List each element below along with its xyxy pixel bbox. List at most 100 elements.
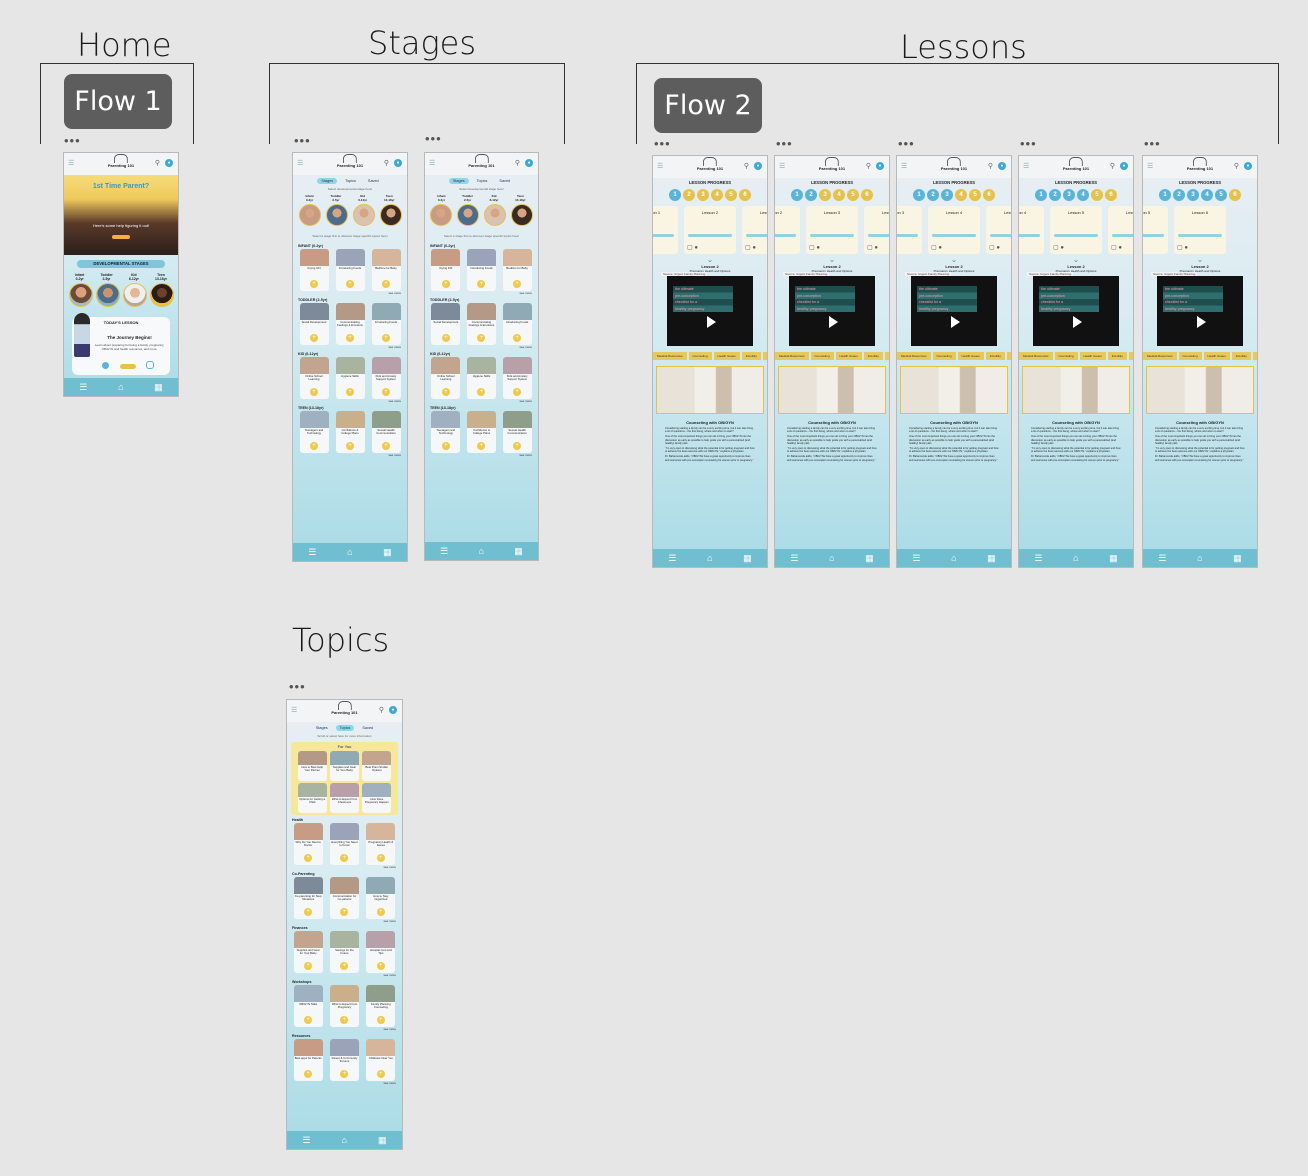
topic-card[interactable]: Why Do You Need a Doctor+	[293, 823, 323, 865]
see-more-link[interactable]: see more	[388, 453, 401, 457]
play-icon[interactable]	[707, 316, 716, 328]
lesson-number[interactable]: 4	[1077, 189, 1089, 201]
topic-card[interactable]: Sexual Health Communication+	[502, 411, 532, 453]
tab-stages[interactable]: Stages	[448, 178, 469, 184]
topic-card[interactable]: Best apps for Parents+	[293, 1039, 323, 1081]
lesson-card[interactable]: Lesson 5▢ ●	[986, 206, 1011, 254]
teen-avatar[interactable]	[149, 283, 174, 307]
start-button[interactable]	[120, 364, 136, 369]
search-icon[interactable]: ⚲	[514, 160, 520, 167]
chevron-down-icon[interactable]: ⌄	[950, 255, 958, 264]
lesson-card[interactable]: Lesson 2▢ ●	[775, 206, 800, 254]
play-icon[interactable]	[1197, 316, 1206, 328]
for-you-card[interactable]: How Does Pregnancy Happen	[362, 783, 392, 813]
list-icon[interactable]: ☰	[302, 1134, 311, 1145]
frame-menu-dots[interactable]: •••	[654, 136, 671, 151]
topic-card[interactable]: Hospital Cost and Tips+	[366, 931, 396, 973]
frame-menu-dots[interactable]: •••	[289, 679, 306, 694]
menu-icon[interactable]: ☰	[429, 160, 436, 167]
topic-card[interactable]: Social Development+	[299, 303, 329, 345]
add-icon[interactable]: +	[304, 854, 313, 862]
add-icon[interactable]: +	[382, 280, 390, 288]
book-icon[interactable]: ▦	[154, 381, 163, 392]
developmental-stages-pill[interactable]: DEVELOPMENTAL STAGES	[76, 260, 166, 268]
stage-avatar[interactable]	[483, 204, 506, 226]
book-icon[interactable]: ▦	[514, 545, 523, 556]
menu-icon[interactable]: ☰	[779, 163, 786, 170]
search-icon[interactable]: ⚲	[154, 160, 160, 167]
lesson-number[interactable]: 2	[683, 189, 695, 201]
lesson-card[interactable]: Lesson 3▢ ●	[806, 206, 858, 254]
topic-chip[interactable]: Medical Resources	[1143, 352, 1177, 360]
profile-icon[interactable]: ●	[1120, 162, 1128, 170]
see-more-link[interactable]: see more	[383, 919, 396, 923]
lesson-number[interactable]: 2	[927, 189, 939, 201]
list-icon[interactable]: ☰	[668, 552, 677, 563]
lesson-number[interactable]: 3	[1063, 189, 1075, 201]
topic-chip[interactable]: Counseling	[1054, 352, 1078, 360]
topic-card[interactable]: Kids and Anxiety Support System+	[371, 357, 401, 399]
topic-chip[interactable]: Infertility	[985, 352, 1005, 360]
book-icon[interactable]: ▦	[377, 1134, 387, 1145]
add-icon[interactable]: +	[441, 388, 450, 396]
topic-card[interactable]: Crying 101+	[431, 249, 461, 291]
menu-icon[interactable]: ☰	[1023, 163, 1030, 170]
profile-icon[interactable]: ●	[754, 162, 762, 170]
home-icon[interactable]: ⌂	[347, 547, 353, 557]
topic-card[interactable]: Introducing Foods+	[371, 303, 401, 345]
menu-icon[interactable]: ☰	[297, 160, 304, 167]
book-icon[interactable]: ▦	[743, 552, 752, 563]
add-icon[interactable]: +	[382, 334, 390, 342]
profile-icon[interactable]: ●	[525, 159, 533, 167]
add-icon[interactable]: +	[310, 280, 318, 288]
for-you-card[interactable]: What to Expect from Check-ups	[329, 783, 359, 813]
home-icon[interactable]: ⌂	[118, 382, 124, 392]
menu-icon[interactable]: ☰	[291, 707, 298, 714]
chevron-down-icon[interactable]: ⌄	[1196, 255, 1204, 264]
list-icon[interactable]: ☰	[308, 546, 317, 557]
topic-chip[interactable]: Prenatal	[1252, 352, 1257, 360]
search-icon[interactable]: ⚲	[743, 163, 749, 170]
stage-avatar[interactable]	[457, 204, 480, 226]
topic-card[interactable]: Online School Learning+	[299, 357, 329, 399]
home-icon[interactable]: ⌂	[951, 553, 957, 563]
list-icon[interactable]: ☰	[1158, 552, 1167, 563]
topic-card[interactable]: Family Planning Counseling+	[366, 985, 396, 1027]
topic-card[interactable]: Kids and Anxiety Support System+	[502, 357, 532, 399]
add-icon[interactable]: +	[310, 388, 318, 396]
add-icon[interactable]: +	[477, 334, 486, 342]
tab-topics[interactable]: Topics	[345, 179, 356, 183]
lesson-number[interactable]: 4	[955, 189, 967, 201]
topic-chip[interactable]: Health Issues	[957, 352, 984, 360]
topic-card[interactable]: OB/GYN Talks+	[293, 985, 323, 1027]
add-icon[interactable]: +	[382, 388, 390, 396]
lesson-card[interactable]: Lesson 6▢ ●	[1174, 206, 1226, 254]
tab-topics[interactable]: Topics	[476, 179, 488, 183]
tab-stages[interactable]: Stages	[317, 178, 338, 184]
stage-avatar[interactable]	[352, 204, 375, 226]
kid-avatar[interactable]	[122, 283, 147, 307]
add-icon[interactable]: +	[340, 854, 349, 862]
topic-chip[interactable]: Infertility	[1107, 352, 1127, 360]
add-icon[interactable]: +	[376, 908, 385, 916]
flow-1-badge[interactable]: Flow 1	[64, 74, 172, 129]
tab-topics[interactable]: Topics	[335, 725, 355, 731]
topic-card[interactable]: Confidence & College Plans+	[466, 411, 496, 453]
lesson-card[interactable]: Lesson 3▢ ●	[897, 206, 922, 254]
home-icon[interactable]: ⌂	[707, 553, 713, 563]
add-icon[interactable]: +	[477, 442, 486, 450]
lesson-number[interactable]: 1	[1159, 189, 1171, 201]
lesson-card[interactable]: Lesson 4▢ ●	[1019, 206, 1044, 254]
topic-chip[interactable]: Health Issues	[1203, 352, 1230, 360]
frame-menu-dots[interactable]: •••	[1020, 136, 1037, 151]
topic-chip[interactable]: Infertility	[741, 352, 761, 360]
home-icon[interactable]: ⌂	[341, 1135, 347, 1145]
add-icon[interactable]: +	[513, 280, 522, 288]
topic-chip[interactable]: Medical Resources	[1019, 352, 1053, 360]
lesson-number[interactable]: 3	[941, 189, 953, 201]
lesson-card[interactable]: Lesson 5▢ ●	[1143, 206, 1168, 254]
add-icon[interactable]: +	[346, 442, 354, 450]
add-icon[interactable]: +	[477, 280, 486, 288]
topic-chip[interactable]: Medical Resources	[653, 352, 687, 360]
